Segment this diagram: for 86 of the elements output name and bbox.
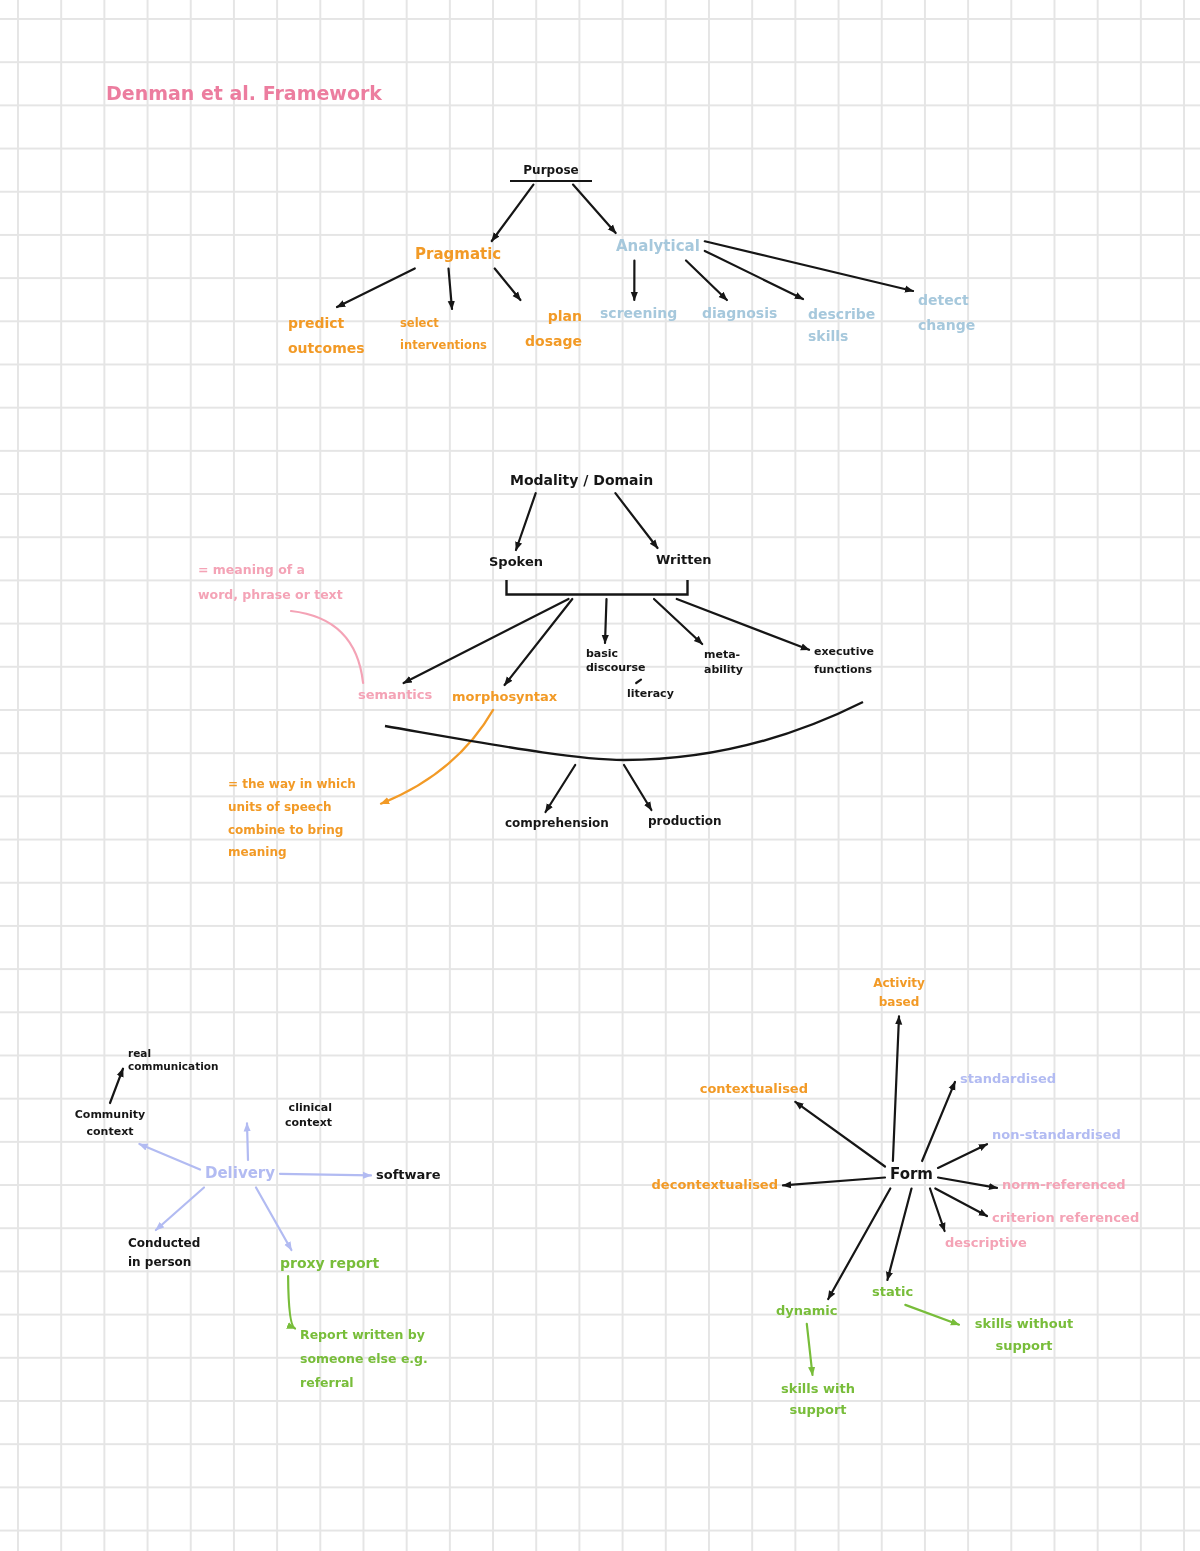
arrow: [891, 1015, 903, 1163]
arrow: [684, 259, 728, 302]
category-label: Pragmatic: [413, 244, 504, 266]
arrow: [936, 1143, 989, 1169]
arrow: [794, 1100, 887, 1168]
arrow: [138, 1142, 202, 1171]
arrow: [571, 183, 617, 235]
item-label: production: [646, 813, 724, 831]
item-label: static: [870, 1283, 916, 1302]
item-label: basic discourse: [584, 646, 658, 677]
arrow: [622, 763, 653, 812]
bracket: [505, 580, 689, 596]
arrow: [278, 1171, 373, 1179]
item-label: executive functions: [812, 642, 894, 680]
title: Denman et al. Framework: [106, 82, 382, 104]
note-text: = the way in which units of speech combine to bring meaning: [226, 772, 378, 866]
item-label: Community context: [64, 1106, 156, 1141]
heading-label: Modality / Domain: [508, 470, 656, 491]
item-label: comprehension: [503, 815, 611, 833]
arrow: [601, 597, 609, 645]
category-label: Analytical: [614, 236, 702, 258]
item-label: plan dosage: [516, 303, 584, 356]
item-label: descriptive: [943, 1234, 1029, 1253]
item-label: dynamic: [774, 1302, 840, 1321]
arrow: [904, 1303, 961, 1326]
arrow: [703, 240, 915, 293]
item-label: select interventions: [398, 312, 506, 358]
arrow: [514, 492, 537, 552]
arrow: [934, 1187, 989, 1218]
item-label: real communication: [126, 1046, 230, 1075]
item-label: literacy: [625, 686, 676, 703]
note-text: = meaning of a word, phrase or text: [196, 556, 348, 608]
item-label: detect change: [916, 287, 992, 340]
item-label: clinical context: [250, 1100, 334, 1132]
heading-label: Delivery: [203, 1163, 278, 1185]
leader-line: [289, 609, 365, 685]
item-label: skills with support: [766, 1378, 870, 1422]
arrow: [490, 183, 535, 243]
arrow: [108, 1067, 125, 1105]
item-label: software: [374, 1166, 443, 1185]
item-label: morphosyntax: [450, 688, 560, 707]
arrow: [827, 1187, 892, 1301]
arrow: [921, 1080, 957, 1163]
item-label: contextualised: [697, 1080, 810, 1099]
connector-line: [635, 678, 643, 685]
item-label: non-standardised: [990, 1126, 1123, 1145]
item-label: standardised: [958, 1070, 1059, 1089]
arrow: [154, 1186, 206, 1232]
arrow: [886, 1187, 913, 1282]
arrow: [675, 597, 811, 651]
arrow: [614, 492, 659, 550]
arrow: [781, 1176, 887, 1189]
arrow: [703, 249, 805, 301]
arrow: [402, 597, 570, 685]
arrow: [544, 763, 577, 814]
item-label: Activity based: [860, 973, 938, 1014]
arrow: [936, 1176, 999, 1191]
category-label: Written: [654, 551, 714, 570]
arrow: [928, 1187, 946, 1233]
item-label: describe skills: [806, 302, 890, 349]
arrow: [286, 1275, 297, 1330]
arrow: [630, 259, 638, 302]
item-label: norm-referenced: [1000, 1176, 1128, 1195]
arrow: [493, 267, 522, 302]
arrow: [503, 597, 574, 687]
heading-label: Form: [888, 1164, 935, 1186]
category-label: Spoken: [487, 553, 545, 572]
arrow: [335, 267, 416, 309]
item-label: diagnosis: [700, 303, 780, 324]
item-label: Conducted in person: [126, 1233, 214, 1274]
arrow: [243, 1122, 251, 1162]
arrow: [254, 1186, 293, 1252]
item-label: proxy report: [278, 1253, 382, 1274]
arrow: [805, 1322, 816, 1377]
item-label: semantics: [356, 686, 435, 705]
arrow: [447, 267, 455, 311]
leader-line: [379, 708, 495, 805]
note-text: Report written by someone else e.g. referral: [298, 1322, 448, 1396]
arrow: [652, 597, 704, 646]
item-label: meta-ability: [702, 647, 760, 679]
item-label: criterion referenced: [990, 1209, 1142, 1228]
item-label: skills without support: [962, 1312, 1086, 1359]
heading-label: Purpose: [510, 162, 592, 182]
item-label: predict outcomes: [286, 310, 370, 363]
item-label: screening: [598, 303, 680, 324]
item-label: decontextualised: [649, 1176, 780, 1195]
